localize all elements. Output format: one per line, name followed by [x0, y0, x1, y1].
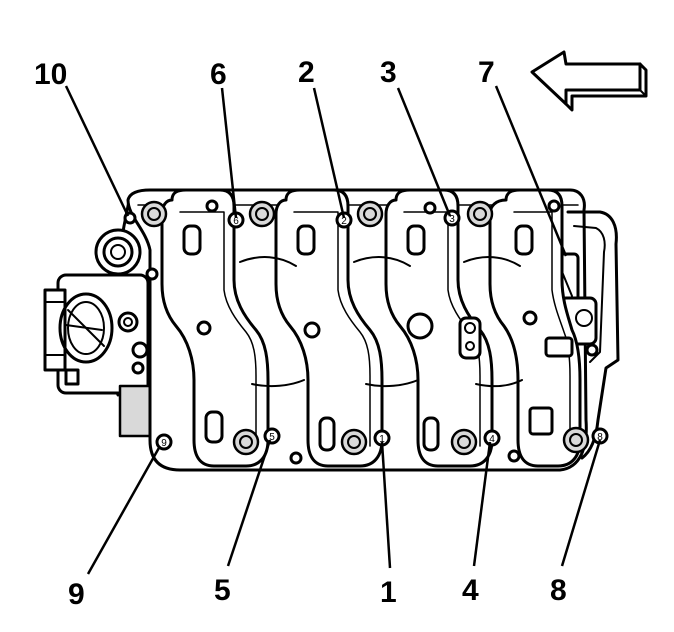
bolt-mark-3: 3: [443, 209, 461, 227]
callout-3: 3: [380, 56, 397, 89]
svg-text:3: 3: [449, 214, 455, 225]
callout-10: 10: [34, 58, 67, 91]
callout-8: 8: [550, 574, 567, 607]
svg-text:5: 5: [269, 432, 275, 443]
callout-2: 2: [298, 56, 315, 89]
callout-5: 5: [214, 574, 231, 607]
corner-screws: [123, 199, 561, 465]
callout-6: 6: [210, 58, 227, 91]
bolt-mark-8: 8: [591, 427, 609, 445]
leader-lines: [64, 85, 602, 575]
bolt-mark-9: 9: [155, 433, 173, 451]
svg-text:1: 1: [379, 434, 385, 445]
lower-bolts: [232, 426, 590, 456]
throttle-body: [43, 194, 162, 438]
callout-9: 9: [68, 578, 85, 611]
svg-text:6: 6: [233, 216, 239, 227]
svg-text:8: 8: [597, 432, 603, 443]
svg-text:4: 4: [489, 434, 495, 445]
callout-1: 1: [380, 576, 397, 609]
upper-bolts: [140, 200, 494, 228]
bolt-mark-4: 4: [483, 429, 501, 447]
bolt-position-marks: 6 2 3 9 5 1 4 8: [155, 209, 609, 451]
svg-text:9: 9: [161, 438, 167, 449]
bolt-mark-5: 5: [263, 427, 281, 445]
svg-text:2: 2: [341, 216, 347, 227]
callout-4: 4: [462, 574, 479, 607]
runners: [160, 188, 582, 468]
sensor-port: [94, 228, 142, 276]
callout-7: 7: [478, 56, 495, 89]
callout-labels: 10 6 2 3 7 9 5 1 4 8: [34, 56, 567, 611]
front-direction-arrow: [530, 46, 648, 112]
